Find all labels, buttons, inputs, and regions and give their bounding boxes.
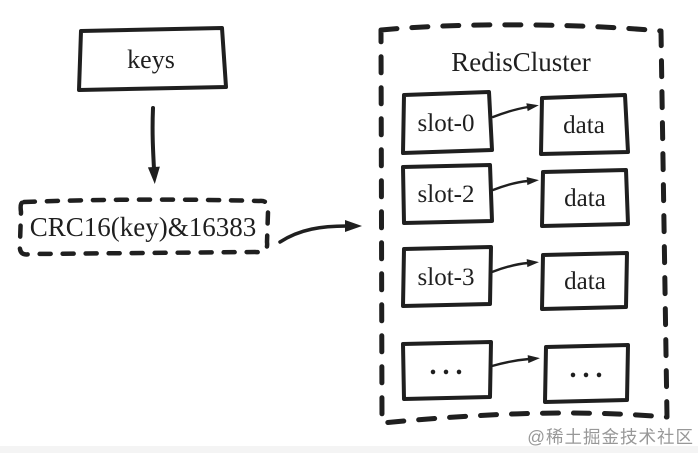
data-box-3 xyxy=(543,343,630,404)
slot-box-3 xyxy=(401,340,493,401)
watermark-text: @稀土掘金技术社区 xyxy=(527,427,694,447)
data-box-2 xyxy=(540,251,629,311)
slot-label-1: slot-2 xyxy=(418,181,475,208)
slot-box-2 xyxy=(401,245,493,308)
data-box-1 xyxy=(540,168,630,228)
arrow-slot0-to-data-icon xyxy=(491,103,539,119)
slot-box-1 xyxy=(401,163,494,225)
bottom-strip xyxy=(0,446,698,453)
slot-label-0: slot-0 xyxy=(418,110,475,137)
data-label-2: data xyxy=(564,268,606,295)
keys-node-box xyxy=(77,26,228,92)
slot-box-0 xyxy=(401,90,494,155)
slot-label-2: slot-3 xyxy=(418,264,475,291)
data-label-3: ... xyxy=(570,353,609,384)
arrow-keys-to-hash-icon xyxy=(147,106,160,184)
hash-node-box xyxy=(17,197,271,257)
cluster-title: RedisCluster xyxy=(451,47,591,77)
hash-node-label: CRC16(key)&16383 xyxy=(30,212,257,242)
cluster-container xyxy=(378,22,670,426)
arrow-hash-to-cluster-icon xyxy=(278,220,362,244)
arrow-slot3-to-data-icon xyxy=(490,259,539,274)
keys-node-label: keys xyxy=(127,45,175,74)
slot-label-3: ... xyxy=(430,350,469,381)
arrow-ellipsis-to-data-icon xyxy=(490,355,540,368)
data-label-0: data xyxy=(563,112,605,139)
data-box-0 xyxy=(539,93,630,156)
arrow-slot2-to-data-icon xyxy=(491,177,539,192)
data-label-1: data xyxy=(564,185,606,212)
